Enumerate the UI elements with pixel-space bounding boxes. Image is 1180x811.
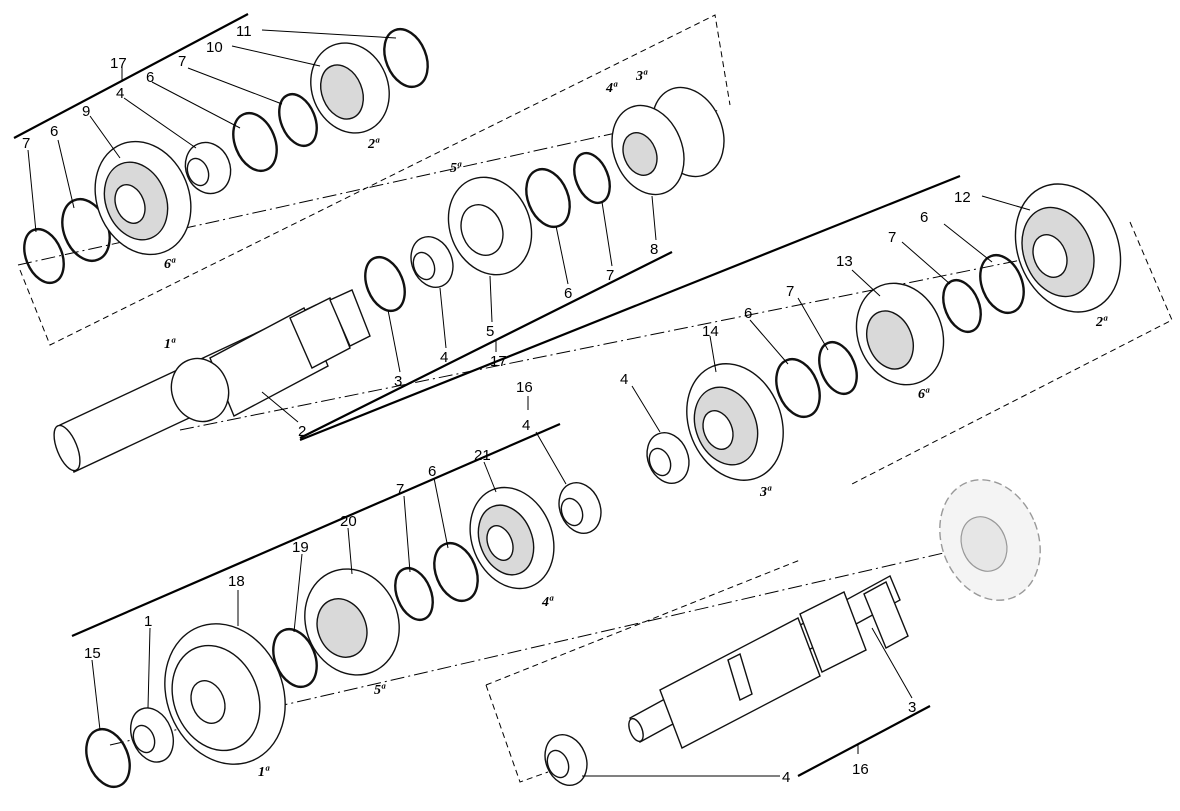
primary-shaft-2 [53,289,371,473]
gear-label-5a-top: 5ª [450,161,462,176]
primary-shaft-axis [179,239,1121,431]
gear-5-fifth [447,176,533,276]
callout-4-bottom: 4 [782,769,790,786]
needle-bearing-4-mid-b [646,432,690,484]
callout-4-mid-a: 4 [522,417,530,434]
gear-label-3a-top: 3ª [635,69,648,84]
gear-12-second [1014,183,1122,313]
callout-7-mid: 7 [786,283,794,300]
gear-label-5a-lower: 5ª [374,683,386,698]
callout-10: 10 [206,39,223,56]
callout-4-top: 4 [116,85,124,102]
callout-14: 14 [702,323,719,340]
gear-label-2a-mid: 2ª [1095,315,1108,330]
callout-16-top: 16 [516,379,533,396]
callout-13: 13 [836,253,853,270]
circlip-7-right [942,278,982,334]
leader-lines [27,29,1031,777]
callout-17-top: 17 [110,55,127,72]
circlip-7-lower [394,566,434,622]
needle-bearing-4-bottom [544,734,588,786]
circlip-7-mid [818,340,858,396]
callout-17-bottom: 17 [490,353,507,370]
callout-2: 2 [298,423,306,440]
washer-6-mid [775,357,821,419]
gear-label-6a-top: 6ª [164,257,176,272]
gear-10-second [310,42,390,134]
callout-3: 3 [394,373,402,390]
washer-15 [85,727,131,789]
callout-6-lower: 6 [428,463,436,480]
gear-13-sixth [855,282,945,386]
gear-18-first [164,623,286,765]
callout-21: 21 [474,447,491,464]
callout-7-primary: 7 [606,267,614,284]
secondary-shaft-3 [628,575,909,749]
callout-11: 11 [236,23,252,40]
callout-4-mid-b: 4 [620,371,628,388]
callout-6-primary: 6 [564,285,572,302]
callout-7-top: 7 [178,53,186,70]
group-17-top-bracket [13,13,249,139]
gear-21-fourth [469,486,555,590]
washer-19 [272,627,318,689]
callout-8: 8 [650,241,658,258]
gear-8-third-fourth [611,86,725,196]
callout-4-primary: 4 [440,349,448,366]
callout-6-mid: 6 [744,305,752,322]
callout-9: 9 [82,103,90,120]
gear-label-2a-top: 2ª [367,137,380,152]
gear-label-1a-lower: 1ª [258,765,270,780]
needle-bearing-4-top [184,141,232,195]
gear-20-fifth [304,568,400,676]
callout-12: 12 [954,189,971,206]
callout-19: 19 [292,539,309,556]
callout-16-bottom: 16 [852,761,869,778]
gear-9-sixth [94,140,192,256]
output-sprocket [939,479,1041,601]
callout-20: 20 [340,513,357,530]
gear-label-4a-mid: 4ª [541,595,554,610]
callout-1: 1 [144,613,152,630]
washer-6-lower [433,541,479,603]
callout-6-top: 6 [146,69,154,86]
washer-6-right [979,253,1025,315]
callout-5: 5 [486,323,494,340]
needle-bearing-4-primary [410,236,454,288]
callout-6-left: 6 [50,123,58,140]
callout-7-right: 7 [888,229,896,246]
callout-6-right: 6 [920,209,928,226]
washer-6-primary [525,167,571,229]
group-17-bottom-bracket [299,251,673,439]
group-15-bracket [71,422,561,638]
middle-assembly-box [849,221,1173,486]
gear-label-6a-mid: 6ª [918,387,930,402]
callout-7-left: 7 [22,135,30,152]
gear-label-1a-top: 1ª [164,337,176,352]
upper-assembly-box [19,14,731,346]
group-16-top-bracket [299,174,961,442]
needle-bearing-1 [129,707,175,763]
washer-11 [383,27,429,89]
callout-7-lower: 7 [396,481,404,498]
gear-label-3a-mid: 3ª [759,485,772,500]
gear-14-third [686,363,784,481]
callout-18: 18 [228,573,245,590]
gear-label-4a-top: 4ª [605,81,618,96]
lower-assembly-box [485,684,549,783]
washer-6-top [232,111,278,173]
circlip-3 [364,255,406,313]
callout-3-lower: 3 [908,699,916,716]
circlip-7-primary [573,151,611,205]
circlip-7-top [278,92,318,148]
circlip-7-left [23,227,65,285]
needle-bearing-4-mid-a [558,482,602,534]
callout-15: 15 [84,645,101,662]
lower-assembly-box-top [485,559,801,686]
group-16-bottom-bracket [797,705,931,777]
